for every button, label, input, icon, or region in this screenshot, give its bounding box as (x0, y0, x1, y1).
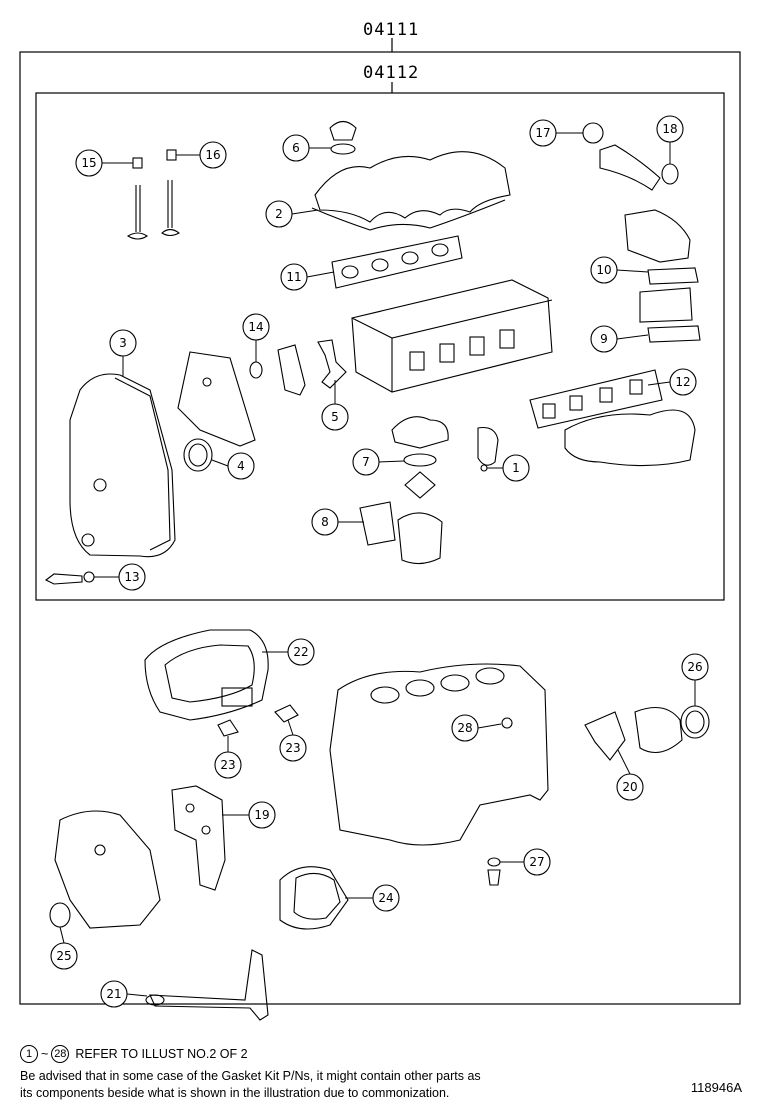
callout-13[interactable]: 13 (118, 563, 146, 591)
kit-frames (19, 38, 741, 1005)
callout-17-label: 17 (535, 126, 550, 140)
callout-19-label: 19 (254, 808, 269, 822)
callout-22[interactable]: 22 (287, 638, 315, 666)
callout-20[interactable]: 20 (616, 773, 644, 801)
callout-18-label: 18 (662, 122, 677, 136)
callout-23a-label: 23 (220, 758, 235, 772)
advice-line-2: its components beside what is shown in t… (20, 1086, 450, 1100)
cylinder-head (351, 279, 553, 393)
callout-27-label: 27 (529, 855, 544, 869)
callout-27[interactable]: 27 (523, 848, 551, 876)
oil-seals (183, 361, 263, 472)
callout-12-label: 12 (675, 375, 690, 389)
part-sketches (44, 120, 710, 1021)
engine-block (329, 663, 549, 846)
callout-8[interactable]: 8 (311, 508, 339, 536)
callout-17[interactable]: 17 (529, 119, 557, 147)
callout-22-label: 22 (293, 645, 308, 659)
exhaust-gasket (529, 369, 696, 467)
callout-21[interactable]: 21 (100, 980, 128, 1008)
callout-7[interactable]: 7 (352, 448, 380, 476)
callout-1[interactable]: 1 (502, 454, 530, 482)
leader-lines (59, 132, 696, 997)
callout-19[interactable]: 19 (248, 801, 276, 829)
callout-16[interactable]: 16 (199, 141, 227, 169)
callout-7-label: 7 (362, 455, 370, 469)
front-cover (49, 810, 161, 929)
callout-3-label: 3 (119, 336, 127, 350)
callout-26[interactable]: 26 (681, 653, 709, 681)
timing-cover (69, 373, 176, 558)
callout-9-label: 9 (600, 332, 608, 346)
water-housing (624, 209, 701, 343)
callout-26-label: 26 (687, 660, 702, 674)
oil-pump (359, 416, 499, 565)
callout-6[interactable]: 6 (282, 134, 310, 162)
callout-24[interactable]: 24 (372, 884, 400, 912)
callout-8-label: 8 (321, 515, 329, 529)
bracket-parts (277, 339, 347, 396)
callout-1-label: 1 (512, 461, 520, 475)
callout-11[interactable]: 11 (280, 263, 308, 291)
callout-16-label: 16 (205, 148, 220, 162)
callout-10[interactable]: 10 (590, 256, 618, 284)
callout-12[interactable]: 12 (669, 368, 697, 396)
ref-end-callout: 28 (51, 1045, 70, 1063)
illustration-id: 118946A (690, 1080, 742, 1095)
water-pump-gasket (279, 866, 349, 930)
callout-5[interactable]: 5 (321, 403, 349, 431)
callout-14-label: 14 (248, 320, 263, 334)
callout-15-label: 15 (81, 156, 96, 170)
advice-line-1: Be advised that in some case of the Gask… (20, 1069, 481, 1083)
rear-seal-parts (584, 705, 710, 761)
ref-tilde: ~ (41, 1046, 49, 1061)
inner-kit-code[interactable]: 04112 (363, 63, 420, 83)
valve-parts (126, 149, 180, 240)
callout-28-label: 28 (457, 721, 472, 735)
callout-2-label: 2 (275, 207, 283, 221)
callout-23b[interactable]: 23 (279, 734, 307, 762)
oil-pan-gasket (144, 629, 299, 737)
callout-15[interactable]: 15 (75, 149, 103, 177)
callout-23a[interactable]: 23 (214, 751, 242, 779)
callout-5-label: 5 (331, 410, 339, 424)
callout-4-label: 4 (237, 459, 245, 473)
callout-13-label: 13 (124, 570, 139, 584)
callout-25[interactable]: 25 (50, 942, 78, 970)
callout-10-label: 10 (596, 263, 611, 277)
callout-21-label: 21 (106, 987, 121, 1001)
oil-strainer-pipe (145, 949, 269, 1021)
intake-gasket (331, 235, 463, 289)
callout-circles: 1 2 3 4 5 6 7 8 9 10 11 12 13 14 15 16 1… (50, 115, 709, 1008)
inner-kit-frame (35, 92, 725, 601)
outer-kit-code[interactable]: 04111 (363, 20, 420, 40)
ref-text: REFER TO ILLUST NO.2 OF 2 (75, 1046, 248, 1061)
callout-18[interactable]: 18 (656, 115, 684, 143)
plug-27 (487, 857, 501, 886)
callout-24-label: 24 (378, 891, 393, 905)
callout-11-label: 11 (286, 270, 301, 284)
reference-note: 1 ~ 28 REFER TO ILLUST NO.2 OF 2 (20, 1045, 248, 1063)
outer-kit-frame (19, 51, 741, 1005)
callout-23b-label: 23 (285, 741, 300, 755)
valve-cover (311, 120, 511, 231)
callout-14[interactable]: 14 (242, 313, 270, 341)
callout-6-label: 6 (292, 141, 300, 155)
ref-start-callout: 1 (20, 1045, 38, 1063)
callout-25-label: 25 (56, 949, 71, 963)
callout-20-label: 20 (622, 780, 637, 794)
callout-9[interactable]: 9 (590, 325, 618, 353)
bolt-13 (44, 571, 95, 585)
callout-4[interactable]: 4 (227, 452, 255, 480)
callout-28[interactable]: 28 (451, 714, 479, 742)
front-gasket (171, 785, 226, 891)
callout-3[interactable]: 3 (109, 329, 137, 357)
timing-plate (177, 351, 256, 447)
callout-2[interactable]: 2 (265, 200, 293, 228)
